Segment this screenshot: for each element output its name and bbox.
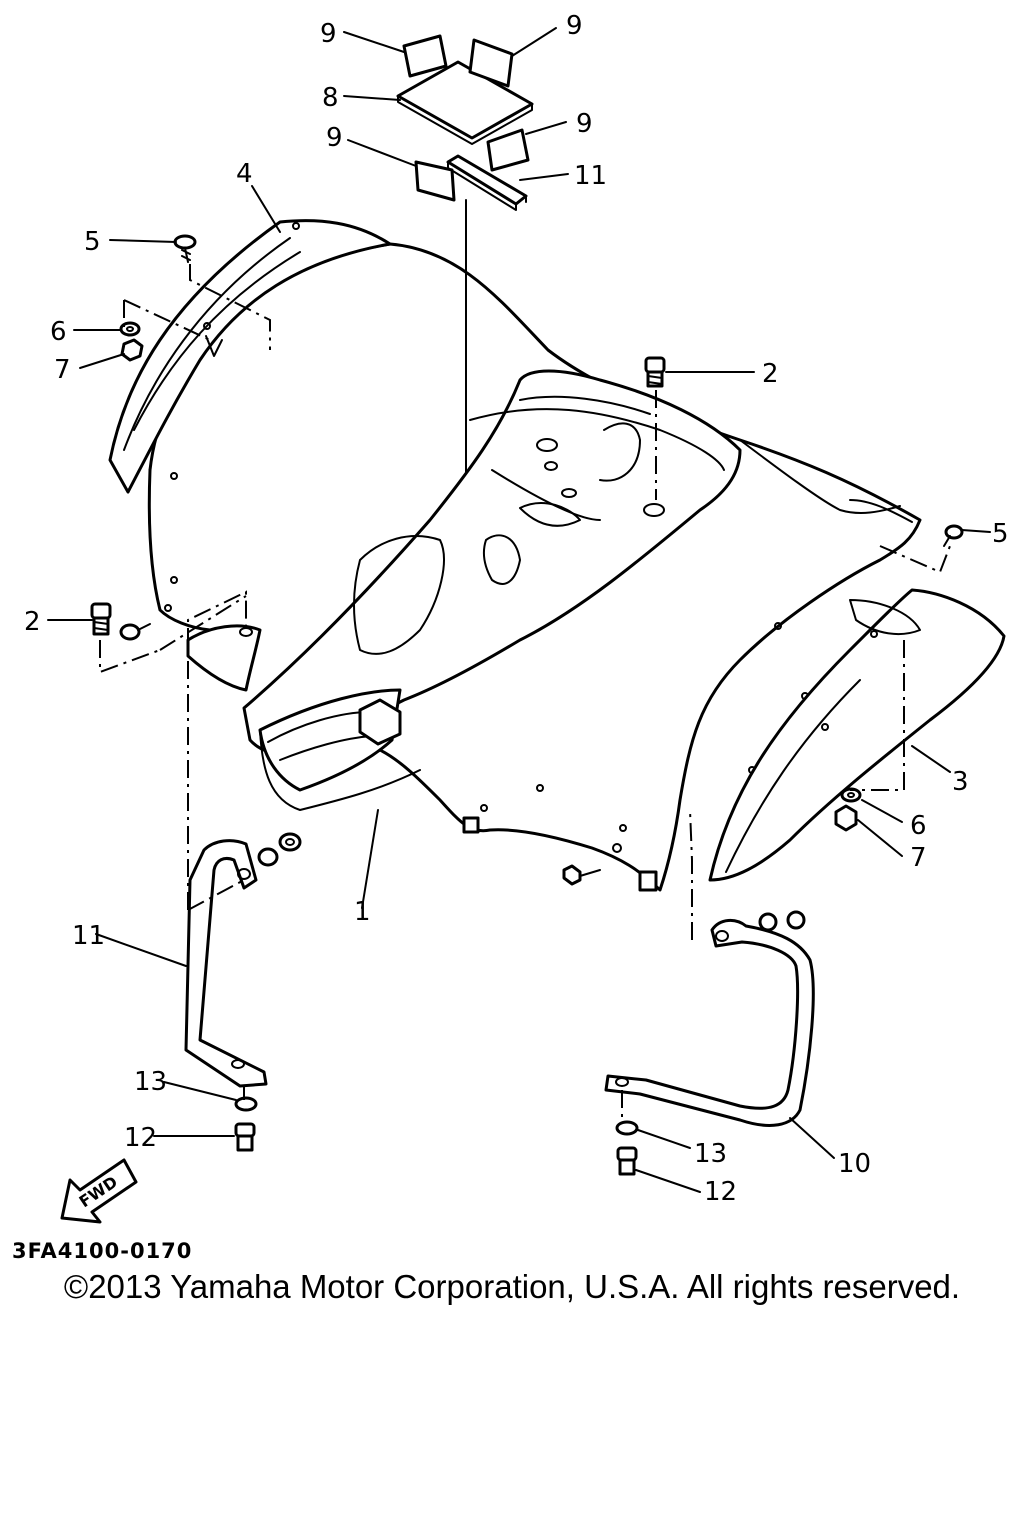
washer-13-right (615, 1120, 639, 1136)
diagram-code: 3FA4100-0170 (12, 1239, 192, 1263)
fender-flap-4 (108, 219, 392, 494)
grab-bar-11 (184, 839, 268, 1088)
assembly-lines (99, 264, 951, 1120)
bolt-12-right (616, 1146, 638, 1176)
label-9-top-right: 9 (566, 11, 583, 41)
label-9-right: 9 (576, 109, 593, 139)
leader-lines (47, 27, 991, 1193)
bolt-left-small (119, 623, 151, 641)
label-4: 4 (236, 159, 253, 189)
washer-6-right (840, 787, 862, 803)
label-3: 3 (952, 767, 969, 797)
bolt-12-left (234, 1122, 256, 1152)
fwd-arrow-icon: FWD (60, 1158, 138, 1224)
damper-pad-9-right (486, 128, 530, 172)
bolt-bottom-center (562, 864, 601, 886)
copyright-notice: ©2013 Yamaha Motor Corporation, U.S.A. A… (63, 1268, 961, 1305)
label-1: 1 (354, 897, 371, 927)
label-9-left: 9 (326, 123, 343, 153)
washers-right-bracket (758, 910, 806, 932)
label-10: 10 (838, 1149, 871, 1179)
washer-13-left (234, 1096, 258, 1112)
label-6-left: 6 (50, 317, 67, 347)
rear-fender-1 (147, 242, 922, 892)
label-12-right: 12 (704, 1177, 737, 1207)
fender-flap-3 (708, 588, 1006, 882)
damper-pad-9-top-left (402, 34, 448, 78)
label-11-top: 11 (574, 161, 607, 191)
bolt-2-top (644, 356, 666, 388)
label-7-right: 7 (910, 843, 927, 873)
washers-left-bracket (257, 832, 302, 867)
grab-bar-10 (604, 919, 815, 1127)
label-6-right: 6 (910, 811, 927, 841)
damper-pad-9-left (414, 160, 456, 202)
bolt-2-left (90, 602, 112, 636)
washer-6-left (119, 321, 141, 337)
label-2-left: 2 (24, 607, 41, 637)
damper-pad-9-top-right (468, 38, 514, 88)
part-labels: 9 9 8 9 9 11 4 5 6 7 2 5 2 3 6 7 1 11 13… (24, 11, 1009, 1207)
bolt-5-right (943, 524, 964, 547)
label-9-top-left: 9 (320, 19, 337, 49)
label-8: 8 (322, 83, 339, 113)
label-12-left: 12 (124, 1123, 157, 1153)
bolt-5-left (173, 234, 197, 263)
label-5-left: 5 (84, 227, 101, 257)
label-13-left: 13 (134, 1067, 167, 1097)
nut-7-right (834, 804, 858, 832)
label-5-right: 5 (992, 519, 1009, 549)
label-11-bottom: 11 (72, 921, 105, 951)
label-13-right: 13 (694, 1139, 727, 1169)
nut-7-left (120, 338, 144, 362)
label-2-top: 2 (762, 359, 779, 389)
label-7-left: 7 (54, 355, 71, 385)
damper-strip-11 (446, 154, 528, 211)
